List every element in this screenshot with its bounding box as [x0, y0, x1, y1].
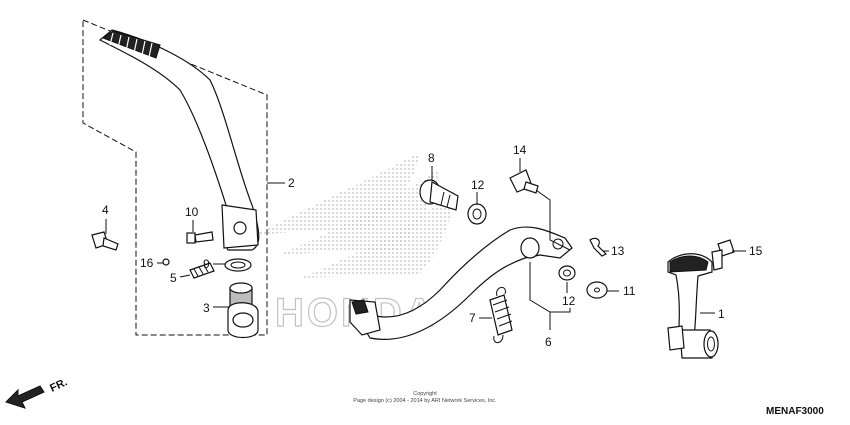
washer-part-12-upper — [467, 203, 487, 225]
pivot-bolt-part-8 — [419, 179, 459, 211]
seal-part-9 — [224, 258, 252, 272]
front-direction-indicator: FR. — [5, 376, 69, 409]
callout-4: 4 — [102, 203, 109, 217]
leader-lines — [105, 158, 746, 330]
callout-9: 9 — [203, 257, 210, 271]
copyright-line-1: Copyright — [413, 391, 437, 397]
washer-part-12-lower — [558, 265, 576, 281]
assembly-group-outline — [82, 19, 268, 336]
callout-13: 13 — [611, 244, 625, 258]
front-arrow-icon — [5, 385, 45, 409]
shift-pedal-part-1 — [667, 253, 719, 359]
callout-15: 15 — [749, 244, 763, 258]
callout-1: 1 — [718, 307, 725, 321]
spring-part-7 — [489, 287, 513, 344]
copyright-line-2: Page design (c) 2004 - 2014 by ARI Netwo… — [353, 398, 497, 404]
callout-11: 11 — [623, 284, 636, 298]
bolt-part-4 — [91, 231, 119, 251]
callout-8: 8 — [428, 151, 435, 165]
callout-12-upper: 12 — [471, 178, 485, 192]
callout-16: 16 — [140, 256, 154, 270]
pinch-bolt-part-10 — [186, 231, 214, 244]
front-direction-label: FR. — [48, 376, 69, 394]
callout-12-lower: 12 — [562, 294, 576, 308]
callout-2: 2 — [288, 176, 295, 190]
brake-pedal-part-6 — [349, 226, 573, 340]
diagram-code: MENAF3000 — [766, 406, 824, 417]
callout-10: 10 — [185, 205, 199, 219]
spring-part-5 — [189, 262, 215, 279]
bolt-part-15 — [711, 239, 735, 271]
callout-3: 3 — [203, 301, 210, 315]
callout-14: 14 — [513, 143, 527, 157]
bolt-part-14 — [509, 169, 539, 194]
callout-6: 6 — [545, 335, 552, 349]
cotter-pin-part-13 — [589, 237, 608, 257]
washer-part-11 — [586, 281, 608, 299]
callout-7: 7 — [469, 311, 476, 325]
ball-part-16 — [162, 258, 170, 266]
kick-boss-part-3 — [227, 282, 259, 339]
callout-5: 5 — [170, 271, 177, 285]
kick-starter-arm — [98, 29, 260, 251]
